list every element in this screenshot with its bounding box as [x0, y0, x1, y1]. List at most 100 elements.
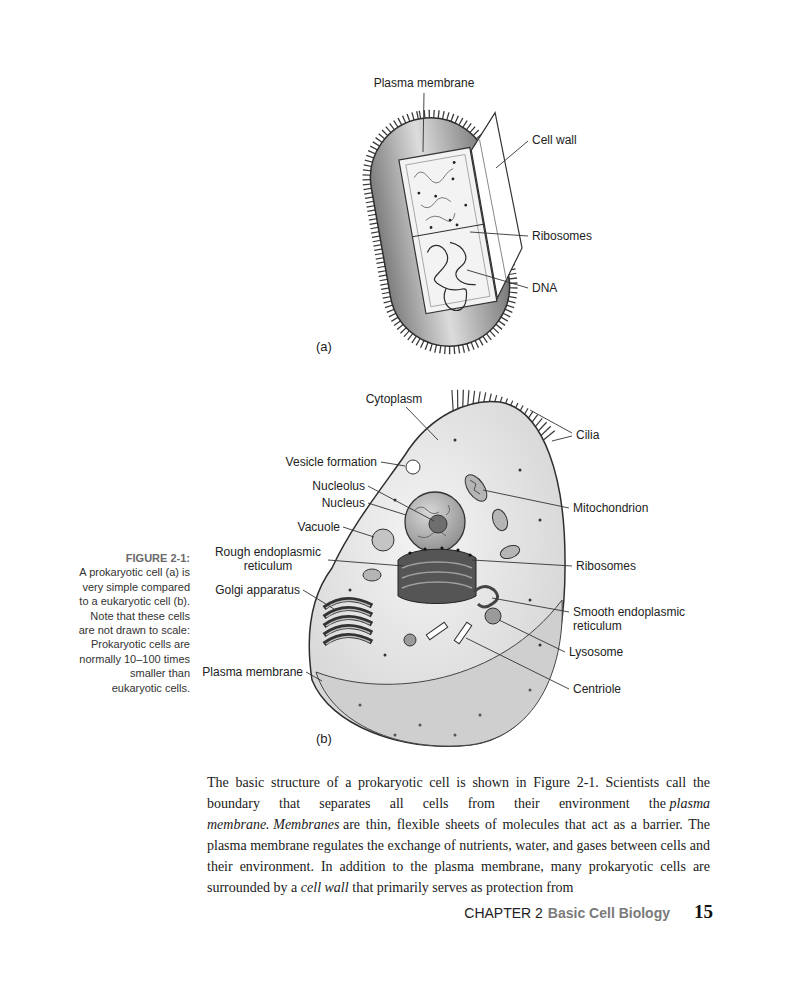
leader-line — [492, 598, 569, 612]
part-label: Cytoplasm — [366, 392, 423, 406]
caption-holder: FIGURE 2-1:A prokaryotic cell (a) is ver… — [78, 551, 190, 695]
ribosome-dot — [417, 191, 420, 194]
leader-line — [381, 462, 405, 466]
leader-line — [423, 93, 424, 152]
ribosome-dot — [434, 195, 437, 198]
label-holder: Centriole — [573, 682, 621, 696]
label-holder: Plasma membrane — [374, 76, 475, 90]
label-holder: (a) — [316, 340, 332, 354]
ribosome-dot — [451, 177, 454, 180]
leader-line — [496, 141, 528, 168]
chapter-label: CHAPTER 2 — [464, 905, 543, 921]
figure-number: FIGURE 2-1: — [78, 551, 190, 565]
chromatin — [415, 505, 450, 538]
lysosome — [404, 634, 416, 646]
centriole — [426, 622, 447, 640]
leader-line — [466, 638, 569, 689]
ribosome-dot — [440, 546, 443, 549]
leader-line — [467, 270, 528, 288]
part-label: Plasma membrane — [374, 76, 475, 90]
part-label: Cilia — [576, 428, 599, 442]
ribosome-dot — [454, 439, 457, 442]
part-label: Golgi apparatus — [215, 583, 300, 597]
mitochondrion — [363, 569, 381, 581]
part-label: Smooth endoplasmic reticulum — [573, 605, 685, 633]
label-holder: DNA — [532, 281, 557, 295]
part-label: Mitochondrion — [573, 501, 648, 515]
part-label: Plasma membrane — [202, 665, 303, 679]
leader-line — [328, 560, 404, 566]
leader-line — [483, 490, 569, 508]
leader-line — [306, 672, 322, 681]
part-label: Nucleus — [322, 496, 365, 510]
body-paragraph: The basic structure of a prokaryotic cel… — [207, 772, 710, 898]
ribosome-dot — [408, 551, 411, 554]
leader-line — [368, 486, 434, 521]
label-holder: Nucleolus — [312, 479, 365, 493]
label-holder: Cytoplasm — [366, 392, 423, 406]
label-holder: Lysosome — [569, 645, 623, 659]
body-text: The basic structure of a prokaryotic cel… — [207, 775, 710, 811]
leader-line — [406, 407, 438, 440]
label-holder: Smooth endoplasmic reticulum — [573, 605, 695, 633]
ribosome-dot — [539, 519, 542, 522]
page-number: 15 — [694, 901, 713, 923]
cytoplasm-texture — [413, 166, 462, 226]
label-holder: Vacuole — [298, 520, 340, 534]
panel-letter: (b) — [316, 731, 332, 746]
part-label: DNA — [532, 281, 557, 295]
lysosome — [485, 608, 501, 624]
mitochondrion — [490, 507, 511, 532]
part-label: Vacuole — [298, 520, 340, 534]
emphasis-text: Membranes — [273, 817, 339, 832]
rough-er — [398, 549, 476, 603]
prokaryotic-cell — [361, 105, 537, 355]
chapter-title: Basic Cell Biology — [548, 905, 670, 921]
part-label: Lysosome — [569, 645, 623, 659]
emphasis-text: cell wall — [301, 880, 349, 895]
leader-line — [552, 436, 572, 441]
surface-dot — [529, 689, 532, 692]
part-label: Cell wall — [532, 133, 577, 147]
label-holder: Rough endoplasmic reticulum — [212, 545, 324, 573]
part-label: Rough endoplasmic reticulum — [215, 545, 321, 573]
part-label: Vesicle formation — [286, 455, 377, 469]
leader-line — [343, 527, 374, 537]
leader-line — [499, 620, 565, 652]
leader-line — [472, 560, 572, 566]
ribosome-dot — [429, 226, 432, 229]
cut-edge — [412, 224, 483, 237]
ribosome-dot — [455, 223, 458, 226]
surface-dot — [479, 714, 482, 717]
vesicle — [406, 460, 420, 474]
part-label: Ribosomes — [532, 229, 592, 243]
ribosome-dot — [539, 644, 542, 647]
leader-line — [303, 590, 334, 609]
dna-strand — [426, 239, 479, 314]
part-label: Nucleolus — [312, 479, 365, 493]
mitochondrion-cristae — [470, 480, 480, 494]
label-holder: Nucleus — [322, 496, 365, 510]
eukaryotic-cell — [309, 401, 565, 746]
figure-caption: A prokaryotic cell (a) is very simple co… — [78, 565, 190, 695]
label-holder: Mitochondrion — [573, 501, 648, 515]
mitochondrion — [461, 471, 491, 505]
label-holder: Plasma membrane — [202, 665, 303, 679]
ribosome-dot — [384, 654, 387, 657]
ribosome-dot — [464, 204, 467, 207]
leader-line — [368, 503, 406, 515]
ribosome-dot — [519, 469, 522, 472]
cell-surface — [316, 600, 562, 746]
ribosome-dot — [423, 547, 426, 550]
surface-dot — [454, 734, 457, 737]
vacuole — [372, 529, 394, 551]
ribosome-dot — [456, 548, 459, 551]
ribosome-dot — [349, 589, 352, 592]
part-label: Centriole — [573, 682, 621, 696]
panel-letter: (a) — [316, 339, 332, 354]
leader-line — [530, 410, 572, 433]
label-holder: Ribosomes — [576, 559, 636, 573]
surface-dot — [394, 734, 397, 737]
smooth-er — [474, 586, 498, 607]
